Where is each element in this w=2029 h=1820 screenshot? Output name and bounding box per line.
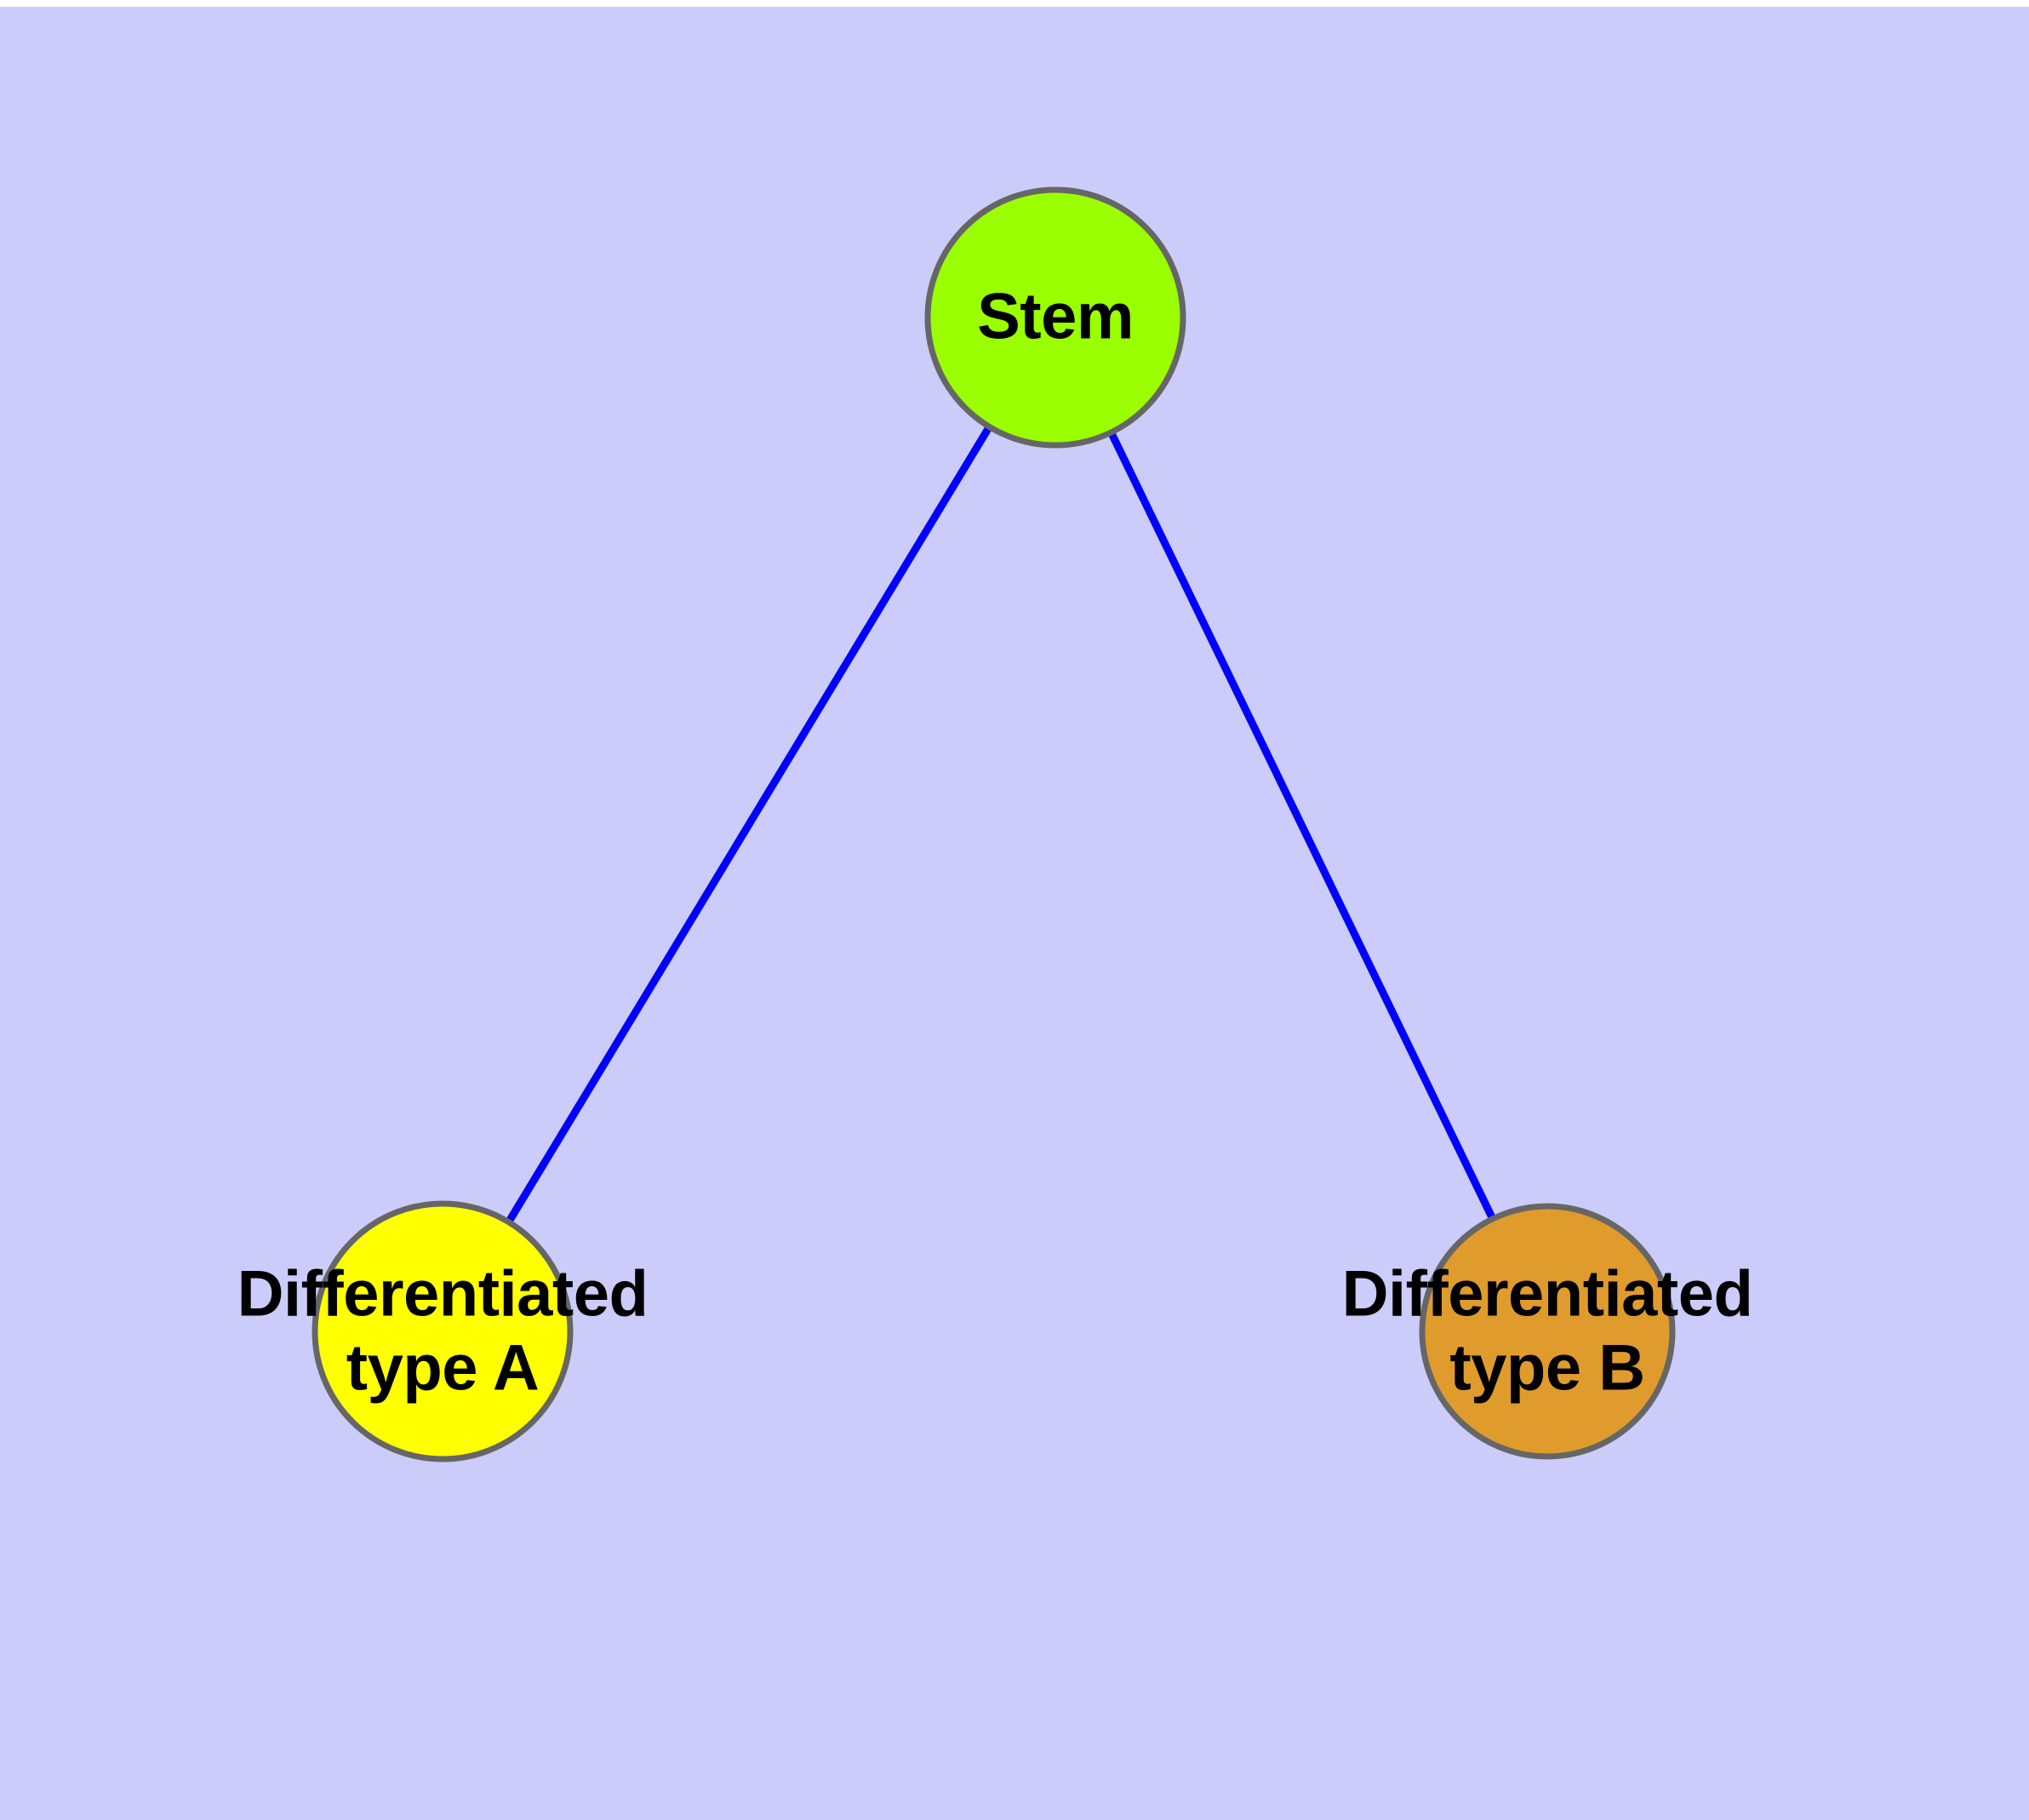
edge-stem-diff-b[interactable] [1107,430,1496,1221]
nodes-layer [311,186,1676,1462]
node-circle-diff_b[interactable] [1419,1203,1676,1460]
node-circle-stem[interactable] [924,186,1186,449]
node-circle-diff_a[interactable] [311,1200,574,1462]
edges-layer [505,425,1496,1224]
edge-stem-diff-a[interactable] [505,425,993,1224]
